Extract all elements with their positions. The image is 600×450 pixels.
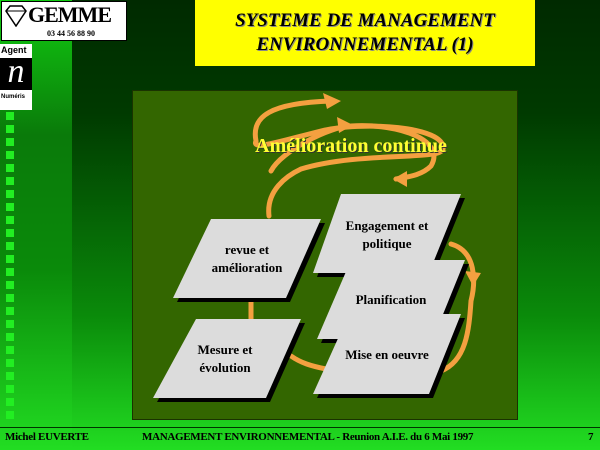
step-label: évolution xyxy=(199,360,251,375)
bullet-squares xyxy=(6,112,14,424)
arrow-head xyxy=(323,93,341,109)
diagram-panel: Amélioration continue revue et améliorat… xyxy=(132,90,518,420)
arc-right xyxy=(438,241,477,374)
step-label: Mise en oeuvre xyxy=(345,347,429,362)
step-label: amélioration xyxy=(212,260,284,275)
agent-top: Agent xyxy=(1,45,27,55)
step-mesure: Mesure et évolution xyxy=(153,319,305,402)
diamond-icon xyxy=(5,5,27,27)
agent-bottom: Numéris xyxy=(1,94,26,100)
logo-phone: 03 44 56 88 90 xyxy=(47,29,95,38)
arc-bottom xyxy=(288,353,329,372)
footer-event: MANAGEMENT ENVIRONNEMENTAL - Reunion A.I… xyxy=(142,431,474,443)
title-line-1: SYSTEME DE MANAGEMENT xyxy=(235,10,495,31)
step-label: revue et xyxy=(225,242,270,257)
arrow-head xyxy=(337,117,353,133)
arrow-head xyxy=(465,271,481,286)
step-mise-en-oeuvre: Mise en oeuvre xyxy=(313,314,465,398)
step-label: politique xyxy=(362,236,411,251)
arc-inner xyxy=(268,123,437,182)
arc-outer xyxy=(252,98,446,219)
title-line-2: ENVIRONNEMENTAL (1) xyxy=(256,34,474,55)
cycle-diagram: Amélioration continue revue et améliorat… xyxy=(153,93,481,402)
diagram-heading: Amélioration continue xyxy=(255,135,447,157)
step-engagement: Engagement et politique xyxy=(313,194,465,277)
page-number: 7 xyxy=(588,431,594,443)
footer-divider xyxy=(0,427,600,428)
agent-letter: n xyxy=(0,58,32,90)
step-label: Engagement et xyxy=(346,218,429,233)
agent-badge: Agent n Numéris xyxy=(0,44,32,110)
step-label: Mesure et xyxy=(198,342,254,357)
gemme-logo: GEMME 03 44 56 88 90 xyxy=(1,1,127,41)
footer-author: Michel EUVERTE xyxy=(5,431,89,443)
slide-title: SYSTEME DE MANAGEMENT ENVIRONNEMENTAL (1… xyxy=(195,0,535,66)
arrow-head xyxy=(393,171,407,187)
step-revue: revue et amélioration xyxy=(173,219,325,302)
logo-name: GEMME xyxy=(28,2,112,27)
step-label: Planification xyxy=(356,292,428,307)
